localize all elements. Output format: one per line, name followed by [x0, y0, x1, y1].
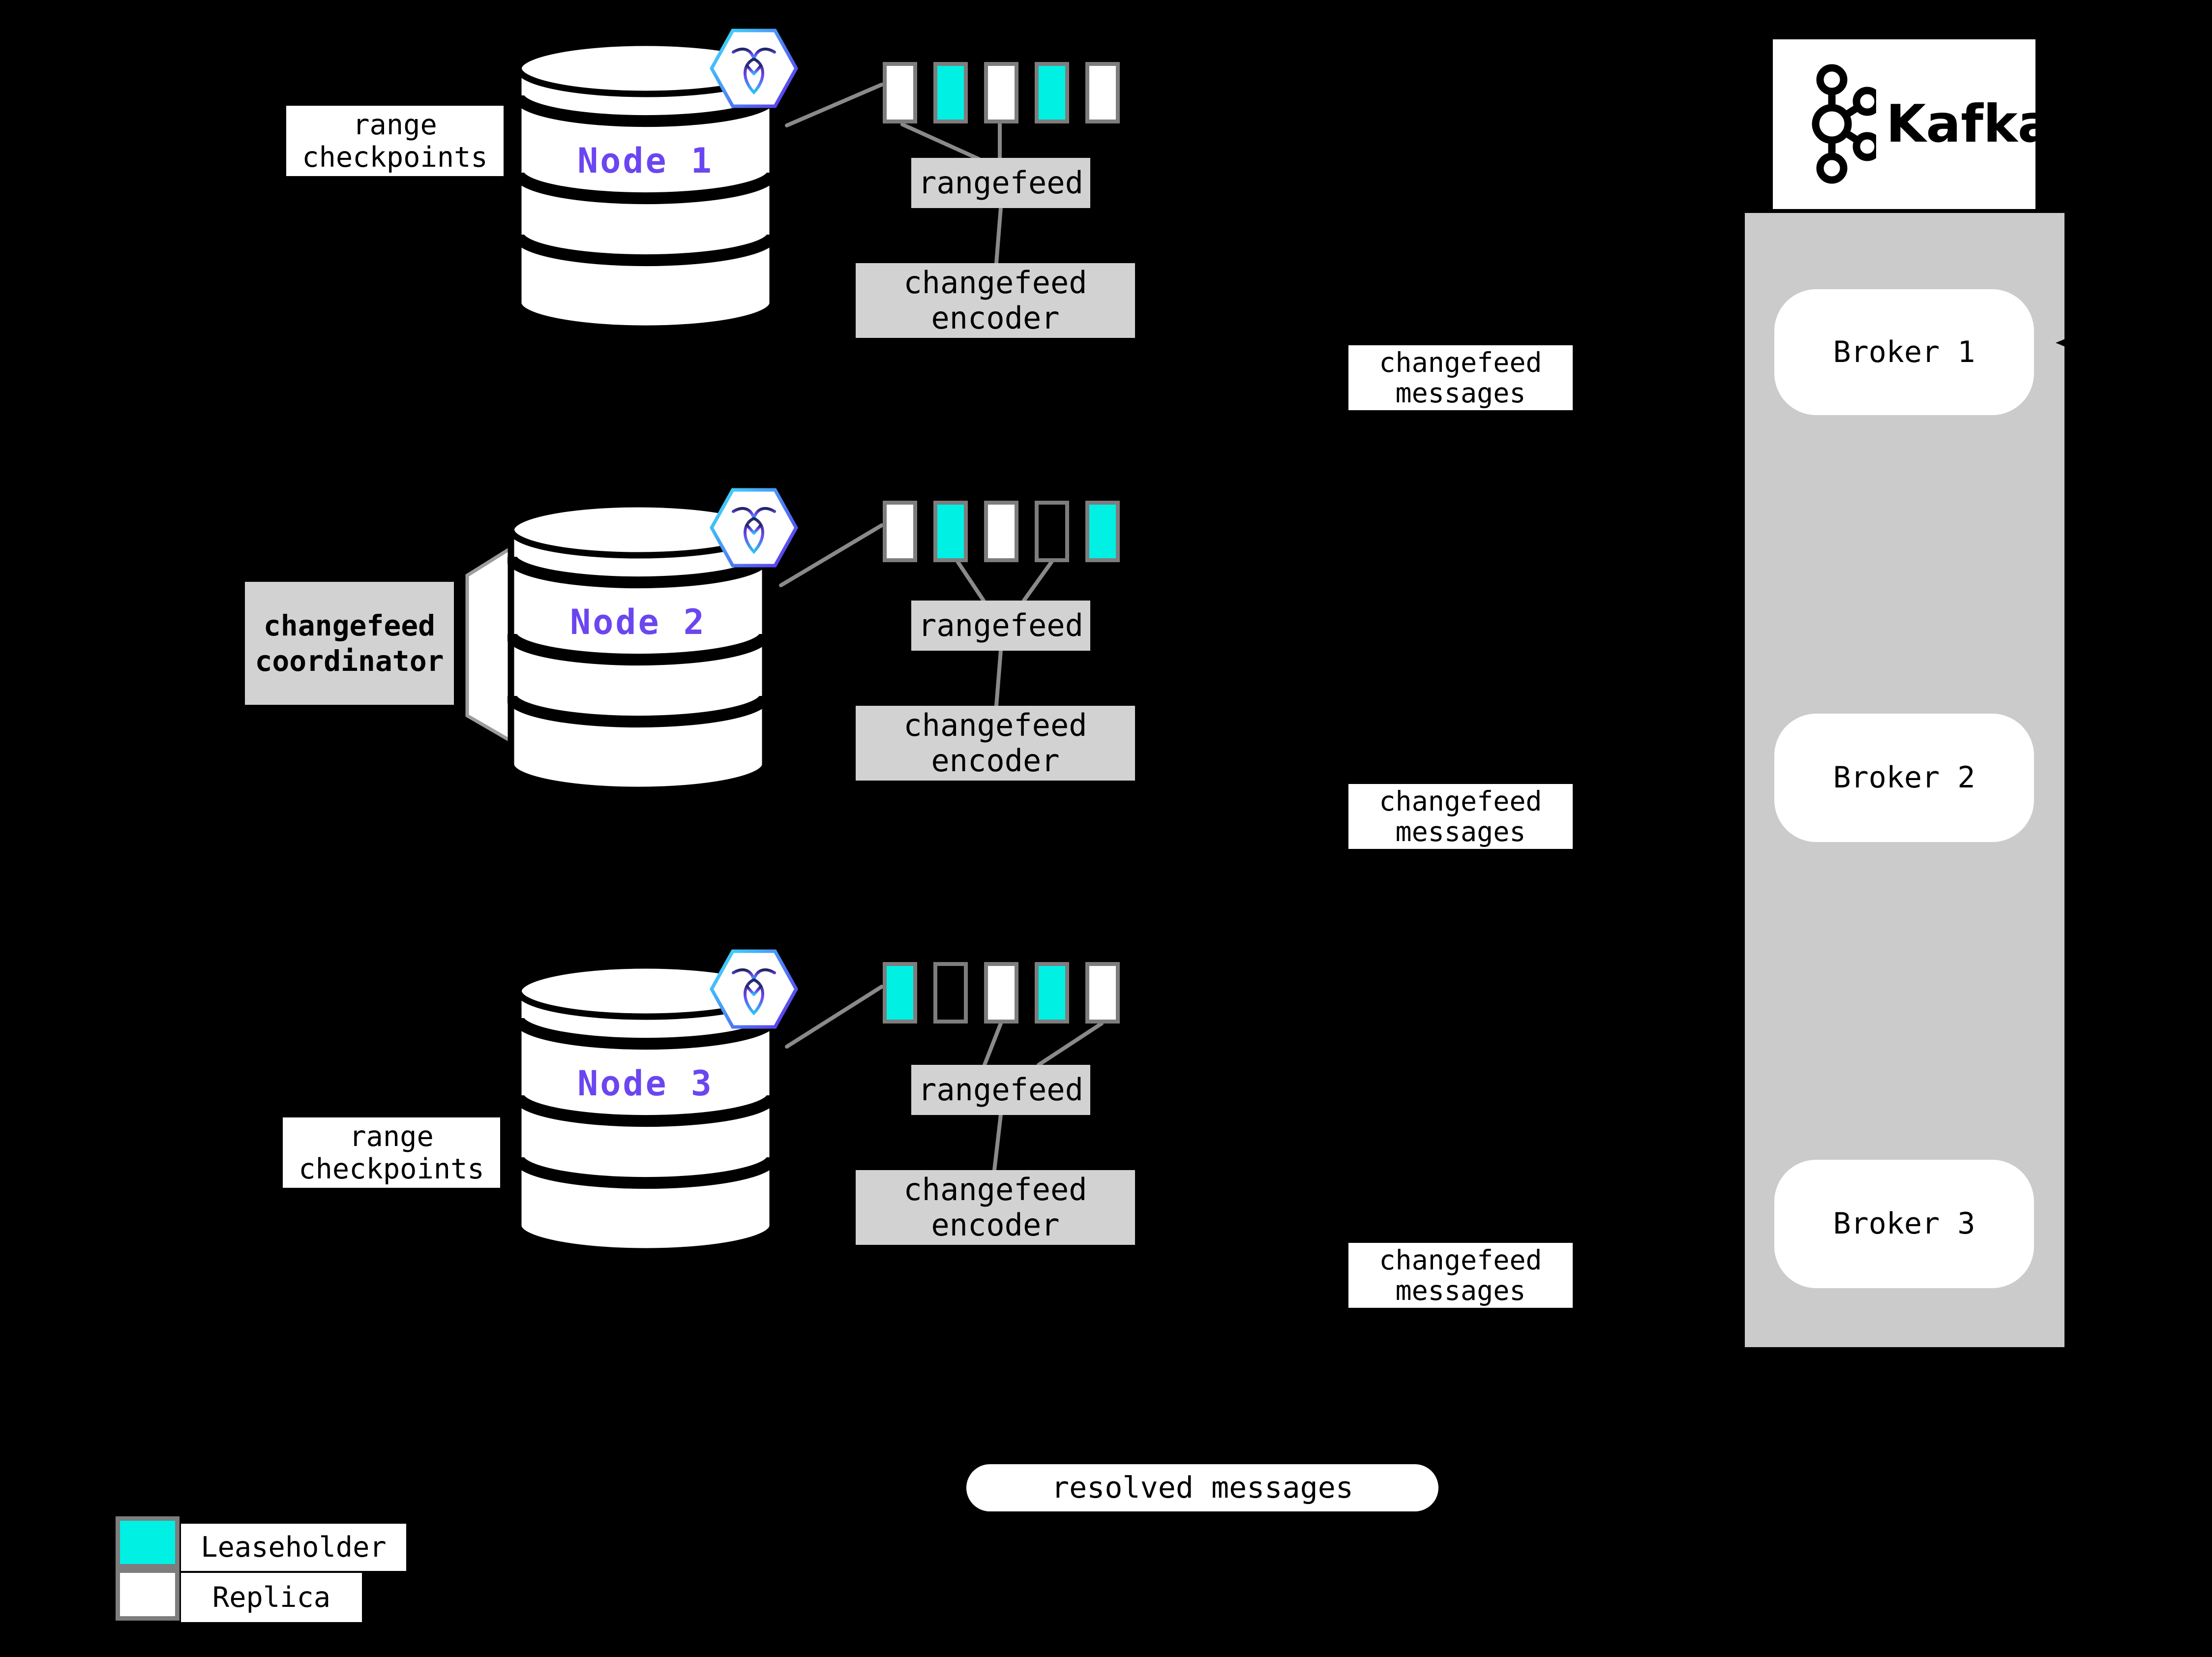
messages1-line1: changefeed — [1379, 347, 1542, 378]
resolved-messages-pill: resolved messages — [966, 1464, 1438, 1511]
range-square-leaseholder — [1035, 62, 1069, 123]
node2-label: Node 2 — [570, 602, 706, 642]
range-square-leaseholder — [1035, 962, 1069, 1024]
kafka-logo-icon — [1812, 64, 1876, 184]
encoder2-line1: changefeed — [903, 707, 1087, 743]
range-checkpoints2-line2: checkpoints — [299, 1152, 484, 1185]
changefeed-coordinator-callout: changefeed coordinator — [245, 582, 454, 705]
database-cylinder-node1-icon — [515, 39, 776, 332]
legend-replica-label: Replica — [181, 1573, 362, 1622]
messages2-line2: messages — [1395, 816, 1526, 847]
cockroachdb-badge-icon — [710, 488, 798, 568]
node2-range-squares — [883, 501, 1120, 562]
kafka-broker-3: Broker 3 — [1774, 1160, 2034, 1288]
encoder1-line1: changefeed — [903, 265, 1087, 301]
changefeed-messages-label-2: changefeed messages — [1348, 784, 1573, 849]
range-checkpoints-label-1: range checkpoints — [286, 106, 504, 176]
range-square-empty — [1035, 501, 1069, 562]
changefeed-encoder-box-1: changefeed encoder — [856, 263, 1135, 338]
range-square-replica — [883, 62, 917, 123]
range-checkpoints-line2: checkpoints — [302, 141, 488, 174]
node3-range-squares — [883, 962, 1120, 1024]
node1-range-squares — [883, 62, 1120, 123]
rangefeed-box-2: rangefeed — [911, 601, 1090, 651]
range-square-replica — [984, 501, 1018, 562]
changefeed-encoder-box-2: changefeed encoder — [856, 706, 1135, 781]
kafka-broker-2: Broker 2 — [1774, 714, 2034, 842]
legend-replica-swatch — [116, 1568, 179, 1621]
node1-label: Node 1 — [577, 141, 714, 181]
range-square-replica — [984, 962, 1018, 1024]
gray-connectors — [779, 83, 1104, 1172]
messages3-line1: changefeed — [1379, 1244, 1542, 1276]
changefeed-messages-label-1: changefeed messages — [1348, 345, 1573, 410]
coordinator-line2: coordinator — [255, 644, 444, 678]
cockroachdb-badge-icon — [710, 949, 798, 1029]
messages2-line1: changefeed — [1379, 785, 1542, 817]
database-cylinder-node3-icon — [515, 962, 776, 1255]
range-square-leaseholder — [933, 62, 968, 123]
node3-label: Node 3 — [577, 1063, 714, 1104]
coordinator-line1: changefeed — [263, 609, 436, 642]
changefeed-encoder-box-3: changefeed encoder — [856, 1170, 1135, 1245]
cockroachdb-badge-icon — [710, 29, 798, 108]
messages3-line2: messages — [1395, 1275, 1526, 1306]
range-square-leaseholder — [1085, 501, 1120, 562]
changefeed-messages-label-3: changefeed messages — [1348, 1243, 1573, 1308]
range-checkpoints-line1: range — [353, 108, 437, 141]
range-square-leaseholder — [933, 501, 968, 562]
range-square-replica — [883, 501, 917, 562]
legend-leaseholder-swatch — [116, 1516, 179, 1568]
kafka-logo-box: Kafka — [1773, 39, 2053, 209]
range-square-leaseholder — [883, 962, 917, 1024]
encoder2-line2: encoder — [931, 743, 1060, 779]
range-checkpoints2-line1: range — [349, 1120, 434, 1153]
range-square-empty — [933, 962, 968, 1024]
database-cylinder-node2-icon — [508, 501, 769, 793]
encoder3-line2: encoder — [931, 1207, 1060, 1243]
legend-leaseholder-label: Leaseholder — [181, 1524, 406, 1571]
range-checkpoints-label-2: range checkpoints — [283, 1117, 500, 1188]
kafka-logo-text: Kafka — [1886, 94, 2053, 154]
encoder3-line1: changefeed — [903, 1172, 1087, 1207]
rangefeed-box-3: rangefeed — [911, 1065, 1090, 1115]
range-square-replica — [1085, 62, 1120, 123]
rangefeed-box-1: rangefeed — [911, 158, 1090, 208]
kafka-broker-1: Broker 1 — [1774, 289, 2034, 415]
range-square-replica — [984, 62, 1018, 123]
range-square-replica — [1085, 962, 1120, 1024]
encoder1-line2: encoder — [931, 300, 1060, 336]
messages1-line2: messages — [1395, 377, 1526, 409]
